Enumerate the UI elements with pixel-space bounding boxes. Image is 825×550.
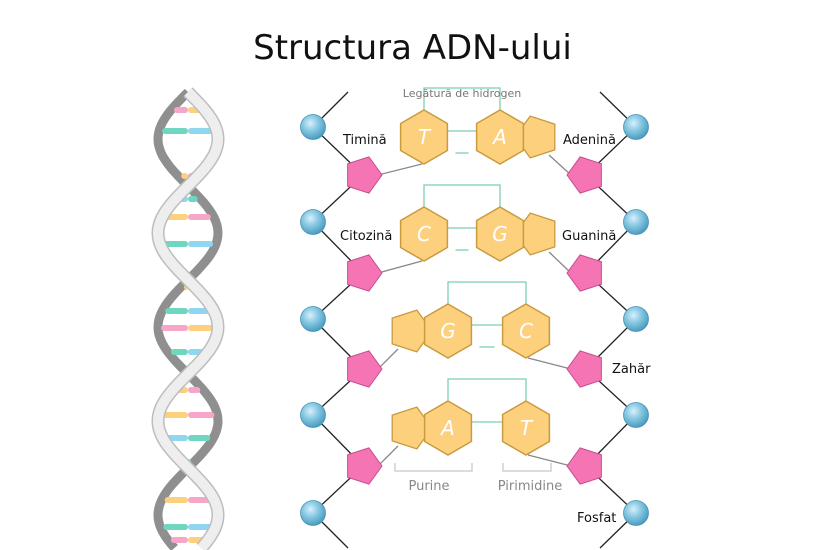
- purine-pentagon-ring: [391, 309, 433, 353]
- helix-rung-right: [188, 325, 215, 331]
- base-letter-right: T: [520, 416, 534, 440]
- guanine-label: Guanină: [562, 229, 616, 244]
- pyrimidines-label: Pirimidine: [498, 479, 563, 494]
- base-letter-right: C: [519, 319, 533, 343]
- helix-rung-right: [188, 214, 211, 220]
- hydrogen-bond-line: [447, 378, 527, 401]
- purines-bracket: [394, 463, 473, 472]
- phosphate-sphere: [623, 209, 649, 235]
- glycosidic-bond-right: [527, 454, 572, 467]
- phosphate-sphere: [300, 114, 326, 140]
- base-hexagon-right: [475, 206, 525, 262]
- sugar-pentagon: [566, 350, 602, 388]
- helix-rung-left: [170, 349, 188, 355]
- sugar-label: Zahăr: [612, 362, 651, 377]
- helix-rung-left: [161, 325, 188, 331]
- glycosidic-bond-left: [377, 163, 423, 176]
- sugar-pentagon: [347, 447, 383, 485]
- helix-rung-right: [188, 196, 198, 202]
- sugar-pentagon: [347, 350, 383, 388]
- phosphate-sphere: [300, 209, 326, 235]
- helix-rung-right: [188, 435, 211, 441]
- purine-pentagon-ring: [514, 115, 556, 159]
- phosphate-label: Fosfat: [577, 511, 616, 526]
- helix-rung-left: [181, 173, 188, 179]
- helix-rung-left: [165, 214, 188, 220]
- phosphate-sphere: [300, 402, 326, 428]
- sugar-pentagon: [347, 254, 383, 292]
- hydrogen-bond-line: [423, 184, 501, 207]
- thymine-label: Timină: [342, 133, 387, 148]
- phosphate-sphere: [300, 306, 326, 332]
- helix-rung-left: [170, 537, 188, 543]
- base-letter-left: C: [417, 222, 431, 246]
- helix-rung-right: [188, 387, 201, 393]
- sugar-pentagon: [566, 447, 602, 485]
- glycosidic-bond-left: [377, 260, 423, 274]
- purines-label: Purine: [408, 479, 449, 494]
- base-letter-right: G: [492, 222, 508, 246]
- helix-rung-left: [165, 435, 188, 441]
- base-letter-left: T: [418, 125, 432, 149]
- hydrogen-bond-line: [423, 87, 501, 110]
- helix-rung-left: [163, 241, 188, 247]
- purine-pentagon-ring: [391, 406, 433, 450]
- helix-rung-right: [188, 524, 213, 530]
- sugar-pentagon: [347, 156, 383, 194]
- base-hexagon-right: [501, 400, 551, 456]
- backbone-nodes: [300, 114, 649, 526]
- phosphate-sphere: [623, 500, 649, 526]
- diagram-title: Structura ADN-ului: [253, 28, 572, 68]
- phosphate-sphere: [623, 114, 649, 140]
- helix-rung-left: [174, 107, 188, 113]
- base-hexagon-left: [423, 400, 473, 456]
- helix-rung-left: [162, 128, 188, 134]
- helix-rung-left: [161, 412, 188, 418]
- glycosidic-bond-left: [377, 445, 399, 467]
- helix-rung-right: [188, 241, 213, 247]
- glycosidic-bond-right: [548, 251, 572, 274]
- glycosidic-bond-left: [377, 348, 399, 370]
- base-hexagon-left: [399, 109, 449, 165]
- phosphate-sphere: [623, 402, 649, 428]
- base-hexagon-right: [501, 303, 551, 359]
- helix-rung-left: [164, 497, 188, 503]
- adenine-label: Adenină: [563, 133, 616, 148]
- phosphate-sphere: [300, 500, 326, 526]
- double-helix-illustration: [151, 87, 225, 550]
- hydrogen-bond-label: Legătură de hidrogen: [403, 87, 521, 100]
- phosphate-sphere: [623, 306, 649, 332]
- base-letter-left: G: [440, 319, 456, 343]
- pyrimidines-bracket: [502, 463, 552, 472]
- base-hexagon-left: [399, 206, 449, 262]
- helix-rung-right: [188, 308, 211, 314]
- helix-rung-right: [188, 128, 214, 134]
- base-letter-right: A: [491, 125, 507, 149]
- helix-rung-left: [163, 524, 188, 530]
- purine-pentagon-ring: [514, 212, 556, 256]
- glycosidic-bond-right: [527, 357, 572, 370]
- hydrogen-bond-line: [447, 281, 527, 304]
- helix-rung-right: [188, 497, 212, 503]
- sugar-pentagon: [566, 254, 602, 292]
- helix-rung-left: [165, 308, 188, 314]
- base-hexagon-right: [475, 109, 525, 165]
- glycosidic-bond-right: [548, 154, 572, 176]
- sugar-pentagon: [566, 156, 602, 194]
- helix-rung-right: [188, 412, 215, 418]
- cytosine-label: Citozină: [340, 229, 392, 244]
- base-hexagon-left: [423, 303, 473, 359]
- base-letter-left: A: [439, 416, 455, 440]
- helix-strand-front: [152, 88, 224, 550]
